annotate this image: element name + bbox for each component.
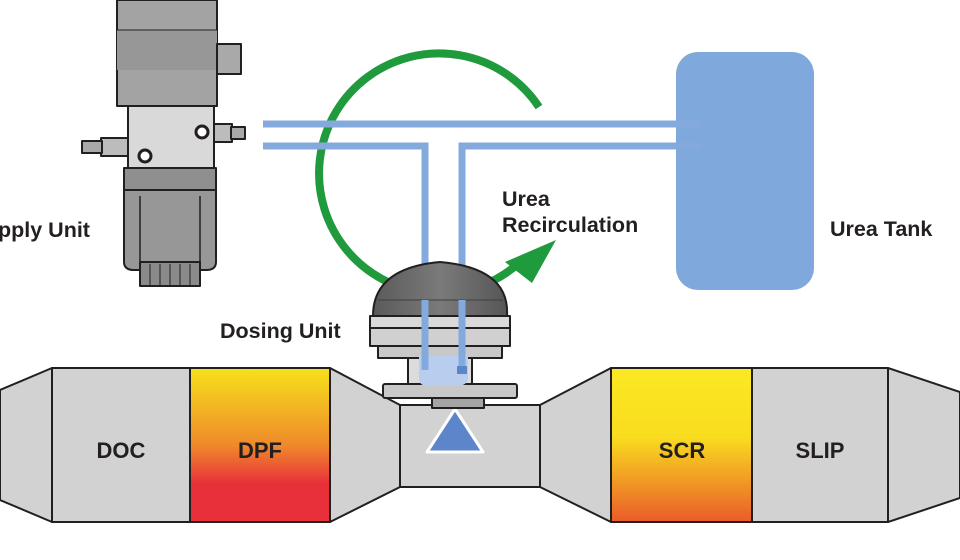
recirculation-arc [315,49,543,298]
dosing-unit-lines [421,300,466,370]
recirculation-arrowhead [505,240,556,283]
injector-spray-icon [425,407,485,454]
slip-section [751,367,889,523]
urea-tank-label: Urea Tank [830,217,932,241]
dpf-label: DPF [238,438,282,463]
dosing-unit-label: Dosing Unit [220,319,341,343]
supply-port-icon [194,124,210,140]
urea-recirculation-label-line1: Urea [502,187,551,211]
scr-label: SCR [659,438,706,463]
recirculation-arrow [315,49,556,298]
doc-section [51,367,191,523]
scr-section [610,367,753,523]
dosing-fluid-passage [419,356,468,386]
supply-unit-label: pply Unit [0,218,90,242]
supply-port-icon [137,148,153,164]
doc-label: DOC [97,438,146,463]
slip-label: SLIP [796,438,845,463]
dosing-unit [369,261,518,409]
urea-tank [676,52,814,290]
dpf-section [189,367,331,523]
supply-unit [81,0,246,287]
dosing-unit-cap [372,261,509,317]
urea-recirculation-label-line2: Recirculation [502,213,638,237]
